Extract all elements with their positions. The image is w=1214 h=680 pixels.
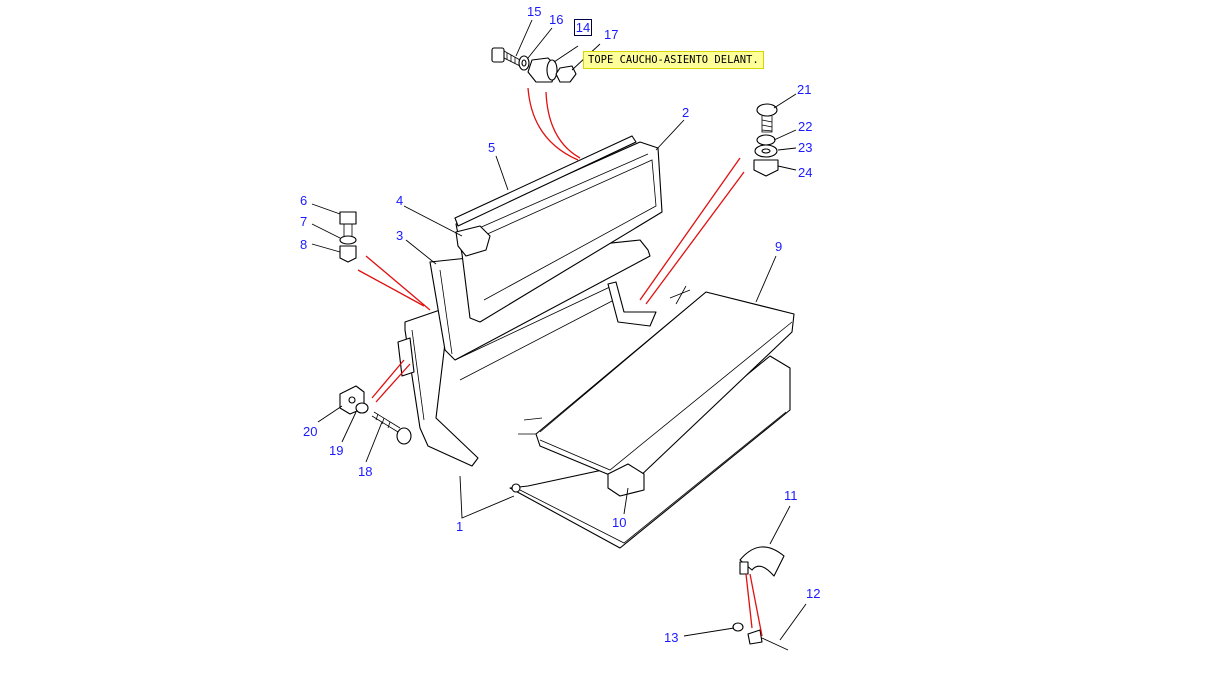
callout-24[interactable]: 24	[798, 165, 812, 180]
callout-16[interactable]: 16	[549, 12, 563, 27]
part-tooltip: TOPE CAUCHO-ASIENTO DELANT.	[583, 51, 764, 69]
callout-5[interactable]: 5	[488, 140, 495, 155]
black-leaders	[311, 19, 807, 641]
callout-18[interactable]: 18	[358, 464, 372, 479]
callout-2[interactable]: 2	[682, 105, 689, 120]
callout-6[interactable]: 6	[300, 193, 307, 208]
callouts: 15 16 17 2 5 4 3 6 7 8 9 10 1 11 12 13 1…	[300, 4, 820, 645]
callout-23[interactable]: 23	[798, 140, 812, 155]
callout-7[interactable]: 7	[300, 214, 307, 229]
callout-1[interactable]: 1	[456, 519, 463, 534]
callout-10[interactable]: 10	[612, 515, 626, 530]
callout-15[interactable]: 15	[527, 4, 541, 19]
callout-17[interactable]: 17	[604, 27, 618, 42]
seat-base-frame	[397, 309, 791, 549]
clip-assembly	[732, 546, 789, 651]
left-hardware	[339, 211, 357, 263]
bump-stop-lower	[607, 463, 645, 497]
callout-14[interactable]: 14	[575, 20, 591, 35]
callout-20[interactable]: 20	[303, 424, 317, 439]
red-leaders	[357, 87, 763, 637]
callout-11[interactable]: 11	[784, 488, 798, 503]
callout-12[interactable]: 12	[806, 586, 820, 601]
callout-21[interactable]: 21	[797, 82, 811, 97]
callout-3[interactable]: 3	[396, 228, 403, 243]
callout-4[interactable]: 4	[396, 193, 403, 208]
bump-stop-upper	[455, 225, 491, 257]
seat-cushion	[518, 285, 795, 481]
lower-left-hardware	[339, 385, 412, 445]
right-hardware	[753, 103, 779, 177]
callout-19[interactable]: 19	[329, 443, 343, 458]
callout-8[interactable]: 8	[300, 237, 307, 252]
backrest-cushion	[454, 135, 663, 323]
callout-22[interactable]: 22	[798, 119, 812, 134]
selected-callout-box[interactable]	[574, 19, 592, 36]
top-hardware	[491, 47, 577, 83]
callout-9[interactable]: 9	[775, 239, 782, 254]
callout-13[interactable]: 13	[664, 630, 678, 645]
